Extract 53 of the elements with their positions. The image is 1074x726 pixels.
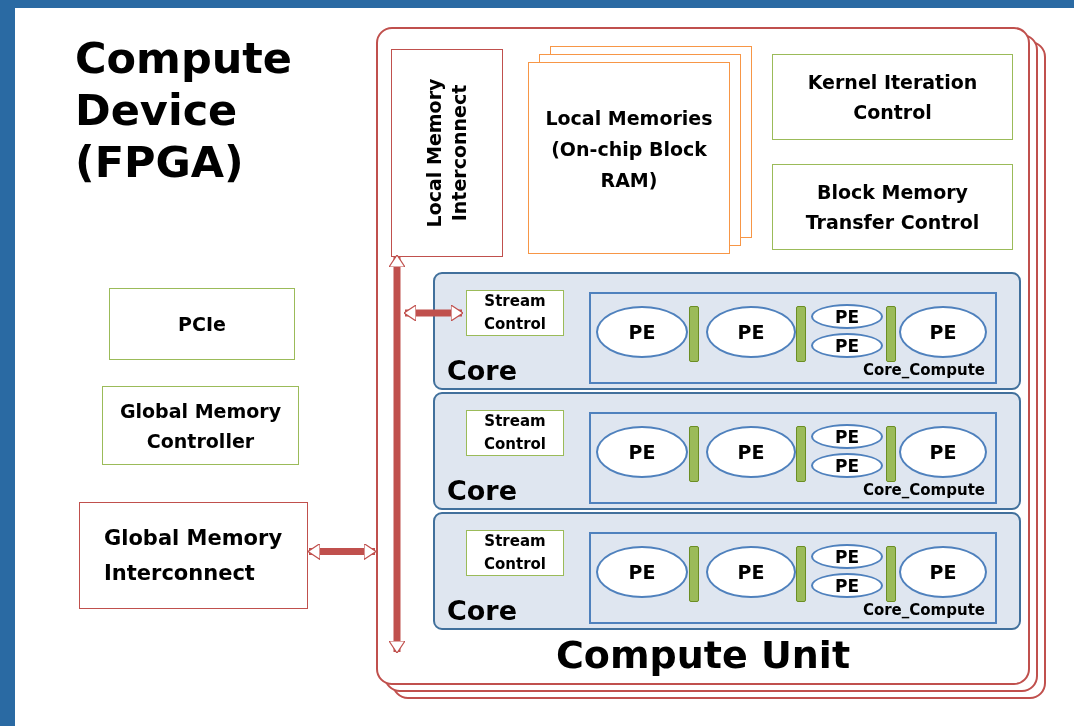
pe-ellipse: PE [596,546,688,598]
buffer-bar [796,546,806,602]
buffer-bar [886,426,896,482]
interconnect-label: Local Memory Interconnect [422,77,471,230]
control-box: PCIe [109,288,295,360]
buffer-bar [689,426,699,482]
pe-ellipse: PE [706,546,796,598]
pe-ellipse: PE [899,426,987,478]
pe-ellipse: PE [811,544,883,569]
control-box: Block Memory Transfer Control [772,164,1013,250]
interconnect-box: Global Memory Interconnect [79,502,308,609]
control-box: Global Memory Controller [102,386,299,465]
compute-label: Core_Compute [862,481,985,499]
pe-ellipse: PE [811,304,883,329]
buffer-bar [689,546,699,602]
diagram-title: Compute Device (FPGA) [75,32,293,188]
core-panel [433,272,1021,390]
pe-ellipse: PE [899,306,987,358]
compute-unit-frame [376,27,1030,685]
buffer-bar [796,426,806,482]
pe-ellipse: PE [596,426,688,478]
core-panel [433,392,1021,510]
buffer-bar [886,306,896,362]
pe-ellipse: PE [596,306,688,358]
double-arrow [403,304,464,322]
core-label: Core [447,595,517,626]
pe-ellipse: PE [811,453,883,478]
buffer-bar [796,306,806,362]
core-label: Core [447,475,517,506]
pe-ellipse: PE [811,424,883,449]
compute-label: Core_Compute [862,361,985,379]
memory-box: Local Memories (On-chip Block RAM) [528,62,730,254]
double-arrow [388,254,406,654]
double-arrow [307,542,377,561]
pe-ellipse: PE [899,546,987,598]
control-box: Stream Control [466,410,564,456]
core-panel [433,512,1021,630]
control-box: Kernel Iteration Control [772,54,1013,140]
compute-panel [589,292,997,384]
compute-panel [589,532,997,624]
control-box: Stream Control [466,530,564,576]
pe-ellipse: PE [811,333,883,358]
pe-ellipse: PE [706,306,796,358]
compute-label: Core_Compute [862,601,985,619]
core-label: Core [447,355,517,386]
pe-ellipse: PE [706,426,796,478]
pe-ellipse: PE [811,573,883,598]
buffer-bar [689,306,699,362]
buffer-bar [886,546,896,602]
compute-unit-label: Compute Unit [554,633,852,677]
control-box: Stream Control [466,290,564,336]
compute-panel [589,412,997,504]
interconnect-box [391,49,503,257]
